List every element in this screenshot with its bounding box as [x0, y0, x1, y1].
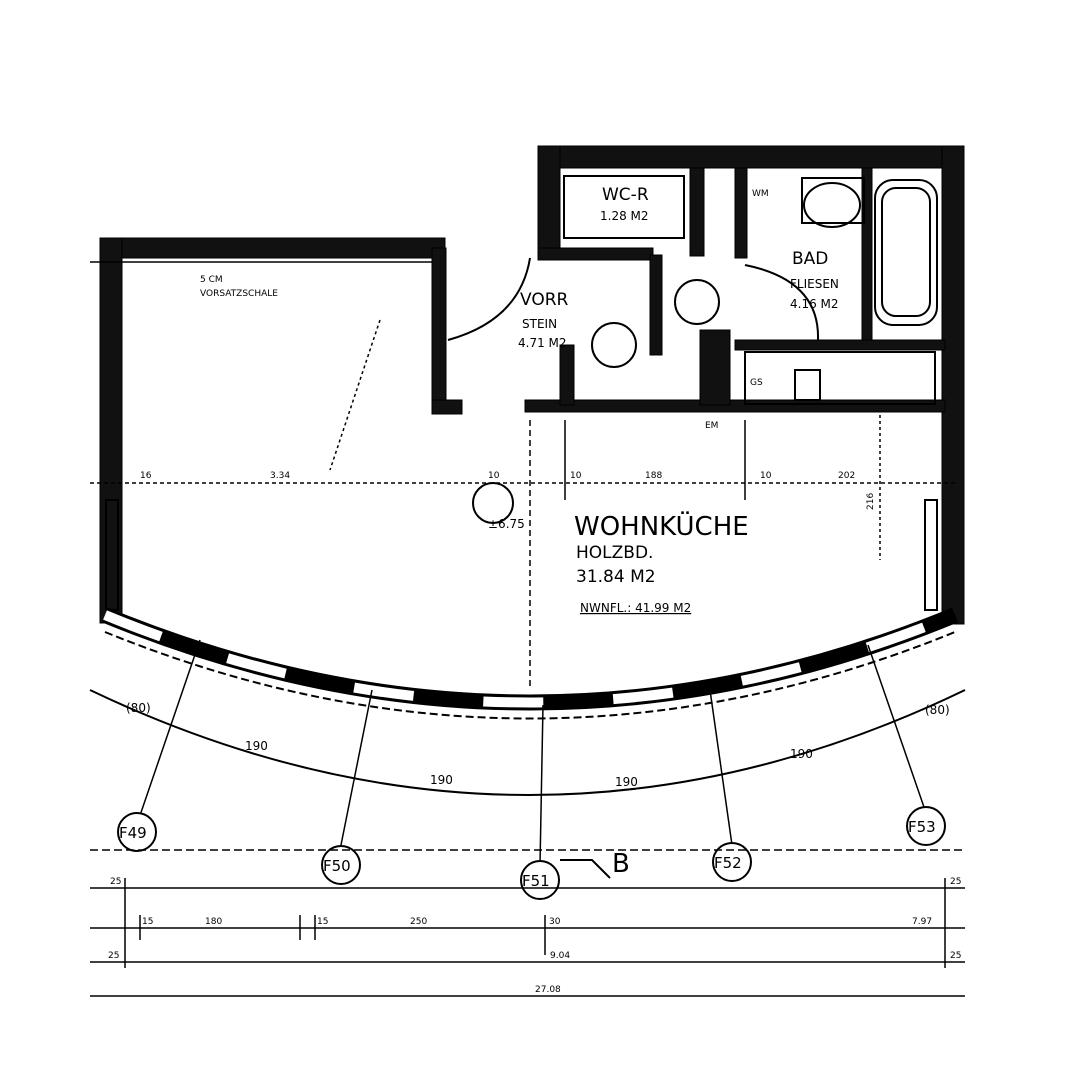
stove [794, 369, 821, 401]
wall-wc-right [689, 167, 705, 257]
dim-rw-6: 202 [838, 471, 855, 481]
chain2-2: 15 [317, 917, 328, 927]
room-dimensions: 16 3.34 10 10 188 10 202 216 [140, 471, 876, 510]
chain2-0: 15 [142, 917, 153, 927]
vorr-floor: STEIN [522, 317, 557, 331]
door-swing-1 [472, 482, 514, 524]
axis-f50: F50 [323, 857, 351, 875]
wall-bath-bottom [734, 339, 946, 351]
shower-circle [674, 279, 720, 325]
arc-dimensions: (80) 190 190 190 190 (80) [126, 701, 950, 789]
axis-markers [117, 806, 946, 900]
dim-rw-3: 10 [570, 471, 582, 481]
kitchen-area: 31.84 M2 [576, 567, 656, 587]
wm-label: WM [752, 189, 769, 199]
axis-labels: F49 F50 F51 F52 F53 [119, 818, 936, 890]
dim-rw-1: 3.34 [270, 471, 290, 481]
wall-vorraum-step [431, 399, 463, 415]
bathtub [874, 179, 938, 326]
section-label: B [612, 849, 630, 879]
wc-box [563, 175, 685, 239]
dim-rw-0: 16 [140, 471, 152, 481]
arc-seg-2: 190 [430, 773, 453, 787]
chain2-1: 180 [205, 917, 222, 927]
kitchen-usable-area: NWNFL.: 41.99 M2 [580, 601, 691, 615]
dim-rw-4: 188 [645, 471, 662, 481]
wc-area: 1.28 M2 [600, 209, 649, 223]
wall-duct [699, 329, 731, 406]
vorr-name: VORR [520, 290, 569, 310]
wall-wet-left [537, 145, 561, 259]
dim-rw-2: 10 [488, 471, 500, 481]
bad-name: BAD [792, 249, 828, 269]
level-mark: ±6.75 [488, 517, 525, 531]
dimension-lines [90, 849, 965, 997]
wall-kitchen-top [524, 399, 946, 413]
em-label: EM [705, 421, 718, 431]
wall-top-left [99, 237, 446, 259]
chain3-left: 25 [108, 951, 119, 961]
walls [99, 145, 965, 625]
notes: 5 CM VORSATZSCHALE ±6.75 WM EM GS [200, 189, 769, 531]
chain3-mid: 9.04 [550, 951, 570, 961]
dimension-labels: 25 25 15 180 15 250 30 7.97 25 9.04 25 2… [108, 877, 961, 995]
vorsatzschale-label: VORSATZSCHALE [200, 289, 278, 299]
door-arc [447, 257, 531, 341]
arc-seg-1: 190 [245, 739, 268, 753]
wall-wet-top [537, 145, 964, 169]
total-dim: 27.08 [535, 985, 561, 995]
arc-seg-4: 190 [790, 747, 813, 761]
axis-f53: F53 [908, 818, 936, 836]
chain2-3: 250 [410, 917, 427, 927]
washbasin [803, 182, 861, 228]
wall-wc-bottom [537, 247, 654, 261]
dim-rw-5: 10 [760, 471, 772, 481]
wall-bad-left [734, 167, 748, 259]
arc-seg-3: 190 [615, 775, 638, 789]
chain1-right: 25 [950, 877, 961, 887]
vorr-circle [591, 322, 637, 368]
axis-bubble-f50 [321, 845, 361, 885]
kitchen-floor: HOLZBD. [576, 543, 653, 563]
dim-room-height: 216 [866, 493, 876, 510]
chain1-left: 25 [110, 877, 121, 887]
section-marker: B [560, 849, 630, 879]
axis-bubble-f49 [117, 812, 157, 852]
arc-seg-0: (80) [126, 701, 151, 715]
chain2-5: 7.97 [912, 917, 932, 927]
arc-seg-5: (80) [925, 703, 950, 717]
chain3-right: 25 [950, 951, 961, 961]
chain2-4: 30 [549, 917, 561, 927]
fixtures [447, 175, 938, 524]
thin-lines [90, 261, 955, 690]
bad-area: 4.16 M2 [790, 297, 839, 311]
axis-bubble-f53 [906, 806, 946, 846]
radial-lines [134, 639, 926, 866]
room-labels: WC-R 1.28 M2 VORR STEIN 4.71 M2 BAD FLIE… [518, 185, 839, 615]
wall-shaft [559, 344, 575, 406]
vorr-area: 4.71 M2 [518, 336, 567, 350]
vorsatzschale-thickness: 5 CM [200, 275, 223, 285]
axis-bubble-f51 [520, 860, 560, 900]
axis-f49: F49 [119, 824, 147, 842]
wc-name: WC-R [602, 185, 649, 205]
kitchen-name: WOHNKÜCHE [574, 510, 749, 542]
axis-f52: F52 [714, 854, 742, 872]
bad-floor: FLIESEN [790, 277, 839, 291]
wall-vorraum-left [431, 247, 447, 414]
curved-facade [89, 607, 966, 796]
axis-bubble-f52 [712, 842, 752, 882]
gs-label: GS [750, 378, 763, 388]
wall-right [941, 145, 965, 625]
axis-f51: F51 [522, 872, 550, 890]
wall-vorr-right [649, 254, 663, 356]
